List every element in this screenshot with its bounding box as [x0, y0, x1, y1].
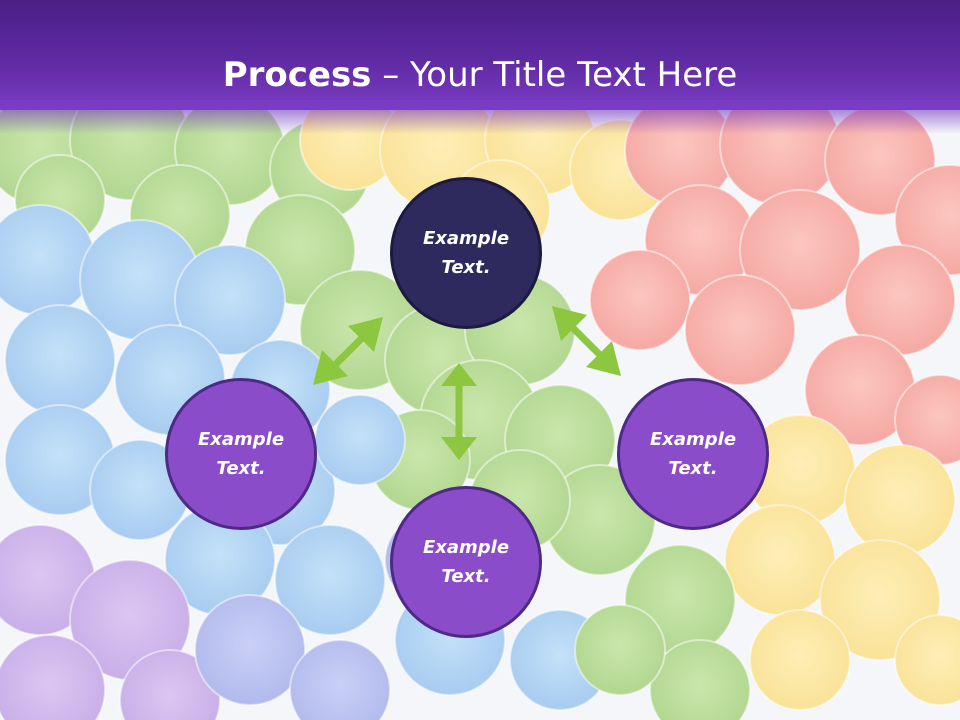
process-node-right[interactable]: Example Text.: [617, 378, 769, 530]
title-bar-fade: [0, 100, 960, 134]
arrow-top-left[interactable]: [313, 317, 383, 385]
process-node-left[interactable]: Example Text.: [165, 378, 317, 530]
title-bar: [0, 0, 960, 110]
process-node-bottom[interactable]: Example Text.: [390, 486, 542, 638]
slide-title-rest: – Your Title Text Here: [371, 55, 738, 95]
arrow-top-right[interactable]: [552, 306, 621, 376]
slide-title-bold: Process: [222, 55, 372, 95]
process-node-top[interactable]: Example Text.: [390, 177, 542, 329]
process-node-bottom-text: Example Text.: [422, 537, 510, 587]
process-node-right-text: Example Text.: [649, 429, 737, 479]
arrow-vertical[interactable]: [441, 363, 477, 460]
process-node-left-text: Example Text.: [197, 429, 285, 479]
slide-title[interactable]: Process – Your Title Text Here: [0, 50, 960, 100]
process-node-top-text: Example Text.: [422, 228, 510, 278]
